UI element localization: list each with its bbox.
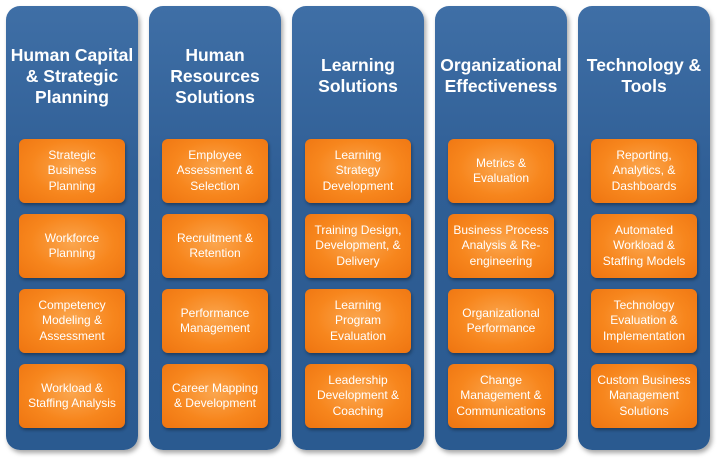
service-box: Workload & Staffing Analysis [19, 364, 125, 428]
service-box: Business Process Analysis & Re- engineer… [448, 214, 554, 278]
service-box: Performance Management [162, 289, 268, 353]
service-box: Technology Evaluation & Implementation [591, 289, 697, 353]
service-box: Organizational Performance [448, 289, 554, 353]
service-box: Metrics & Evaluation [448, 139, 554, 203]
service-box: Strategic Business Planning [19, 139, 125, 203]
service-box: Workforce Planning [19, 214, 125, 278]
column-title: Organizational Effectiveness [440, 55, 562, 96]
column-title: Technology & Tools [586, 55, 702, 96]
service-box: Change Management & Communications [448, 364, 554, 428]
column-human-resources: Human Resources Solutions Employee Asses… [149, 6, 281, 450]
service-box: Employee Assessment & Selection [162, 139, 268, 203]
column-human-capital: Human Capital & Strategic Planning Strat… [6, 6, 138, 450]
service-box: Reporting, Analytics, & Dashboards [591, 139, 697, 203]
service-box: Training Design, Development, & Delivery [305, 214, 411, 278]
service-box: Learning Strategy Development [305, 139, 411, 203]
service-box: Leadership Development & Coaching [305, 364, 411, 428]
column-organizational-effectiveness: Organizational Effectiveness Metrics & E… [435, 6, 567, 450]
service-box: Learning Program Evaluation [305, 289, 411, 353]
service-box: Competency Modeling & Assessment [19, 289, 125, 353]
service-box: Recruitment & Retention [162, 214, 268, 278]
service-box: Automated Workload & Staffing Models [591, 214, 697, 278]
service-box: Custom Business Management Solutions [591, 364, 697, 428]
column-title: Learning Solutions [318, 55, 398, 96]
service-box: Career Mapping & Development [162, 364, 268, 428]
column-technology-tools: Technology & Tools Reporting, Analytics,… [578, 6, 710, 450]
column-title: Human Capital & Strategic Planning [10, 44, 134, 107]
column-title: Human Resources Solutions [170, 44, 260, 107]
column-learning-solutions: Learning Solutions Learning Strategy Dev… [292, 6, 424, 450]
